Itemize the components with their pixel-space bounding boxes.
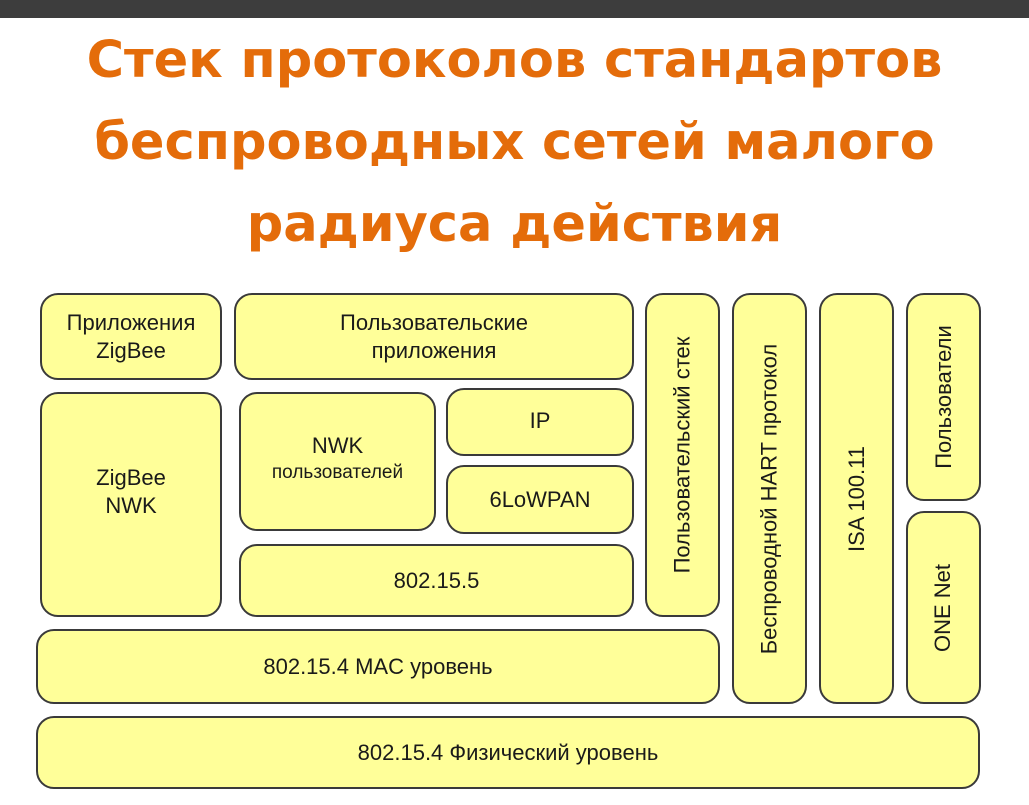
box-802-15-4-mac: 802.15.4 MAC уровень <box>36 629 720 704</box>
label-ip: IP <box>529 408 551 433</box>
label-802-15-5: 802.15.5 <box>393 567 480 593</box>
box-802-15-5: 802.15.5 <box>239 544 634 617</box>
label-user-applications: Пользовательские приложения <box>340 309 528 363</box>
box-user-stack: Пользовательский стек <box>645 293 720 617</box>
label-user-stack: Пользовательский стек <box>669 336 695 574</box>
slide-title: Стек протоколов стандартов беспроводных … <box>0 20 1029 266</box>
box-zigbee-applications: Приложения ZigBee <box>40 293 222 380</box>
label-isa-100-11: ISA 100.11 <box>843 445 869 552</box>
box-802-15-4-phy: 802.15.4 Физический уровень <box>36 716 980 789</box>
box-wireless-hart: Беспроводной HART протокол <box>732 293 807 704</box>
box-isa-100-11: ISA 100.11 <box>819 293 894 704</box>
label-nwk-users-subtitle: пользователей <box>271 462 404 483</box>
box-nwk-users: NWK пользователей <box>239 392 436 531</box>
box-6lowpan: 6LoWPAN <box>446 465 634 534</box>
label-users: Пользователи <box>930 325 956 469</box>
title-line-1: Стек протоколов стандартов <box>86 31 943 90</box>
box-ip: IP <box>446 388 634 456</box>
box-users: Пользователи <box>906 293 981 501</box>
label-nwk-users-title: NWK <box>311 433 364 458</box>
box-user-applications: Пользовательские приложения <box>234 293 634 380</box>
title-line-3: радиуса действия <box>246 195 783 254</box>
label-one-net: ONE Net <box>930 563 956 652</box>
box-zigbee-nwk: ZigBee NWK <box>40 392 222 617</box>
window-top-bar <box>0 0 1029 18</box>
title-line-2: беспроводных сетей малого <box>94 113 935 172</box>
box-one-net: ONE Net <box>906 511 981 704</box>
label-6lowpan: 6LoWPAN <box>489 486 591 512</box>
label-wireless-hart: Беспроводной HART протокол <box>756 343 782 654</box>
label-zigbee-nwk: ZigBee NWK <box>96 465 166 518</box>
label-zigbee-applications: Приложения ZigBee <box>66 309 196 363</box>
label-802-15-4-mac: 802.15.4 MAC уровень <box>263 653 493 679</box>
label-802-15-4-phy: 802.15.4 Физический уровень <box>357 739 659 765</box>
